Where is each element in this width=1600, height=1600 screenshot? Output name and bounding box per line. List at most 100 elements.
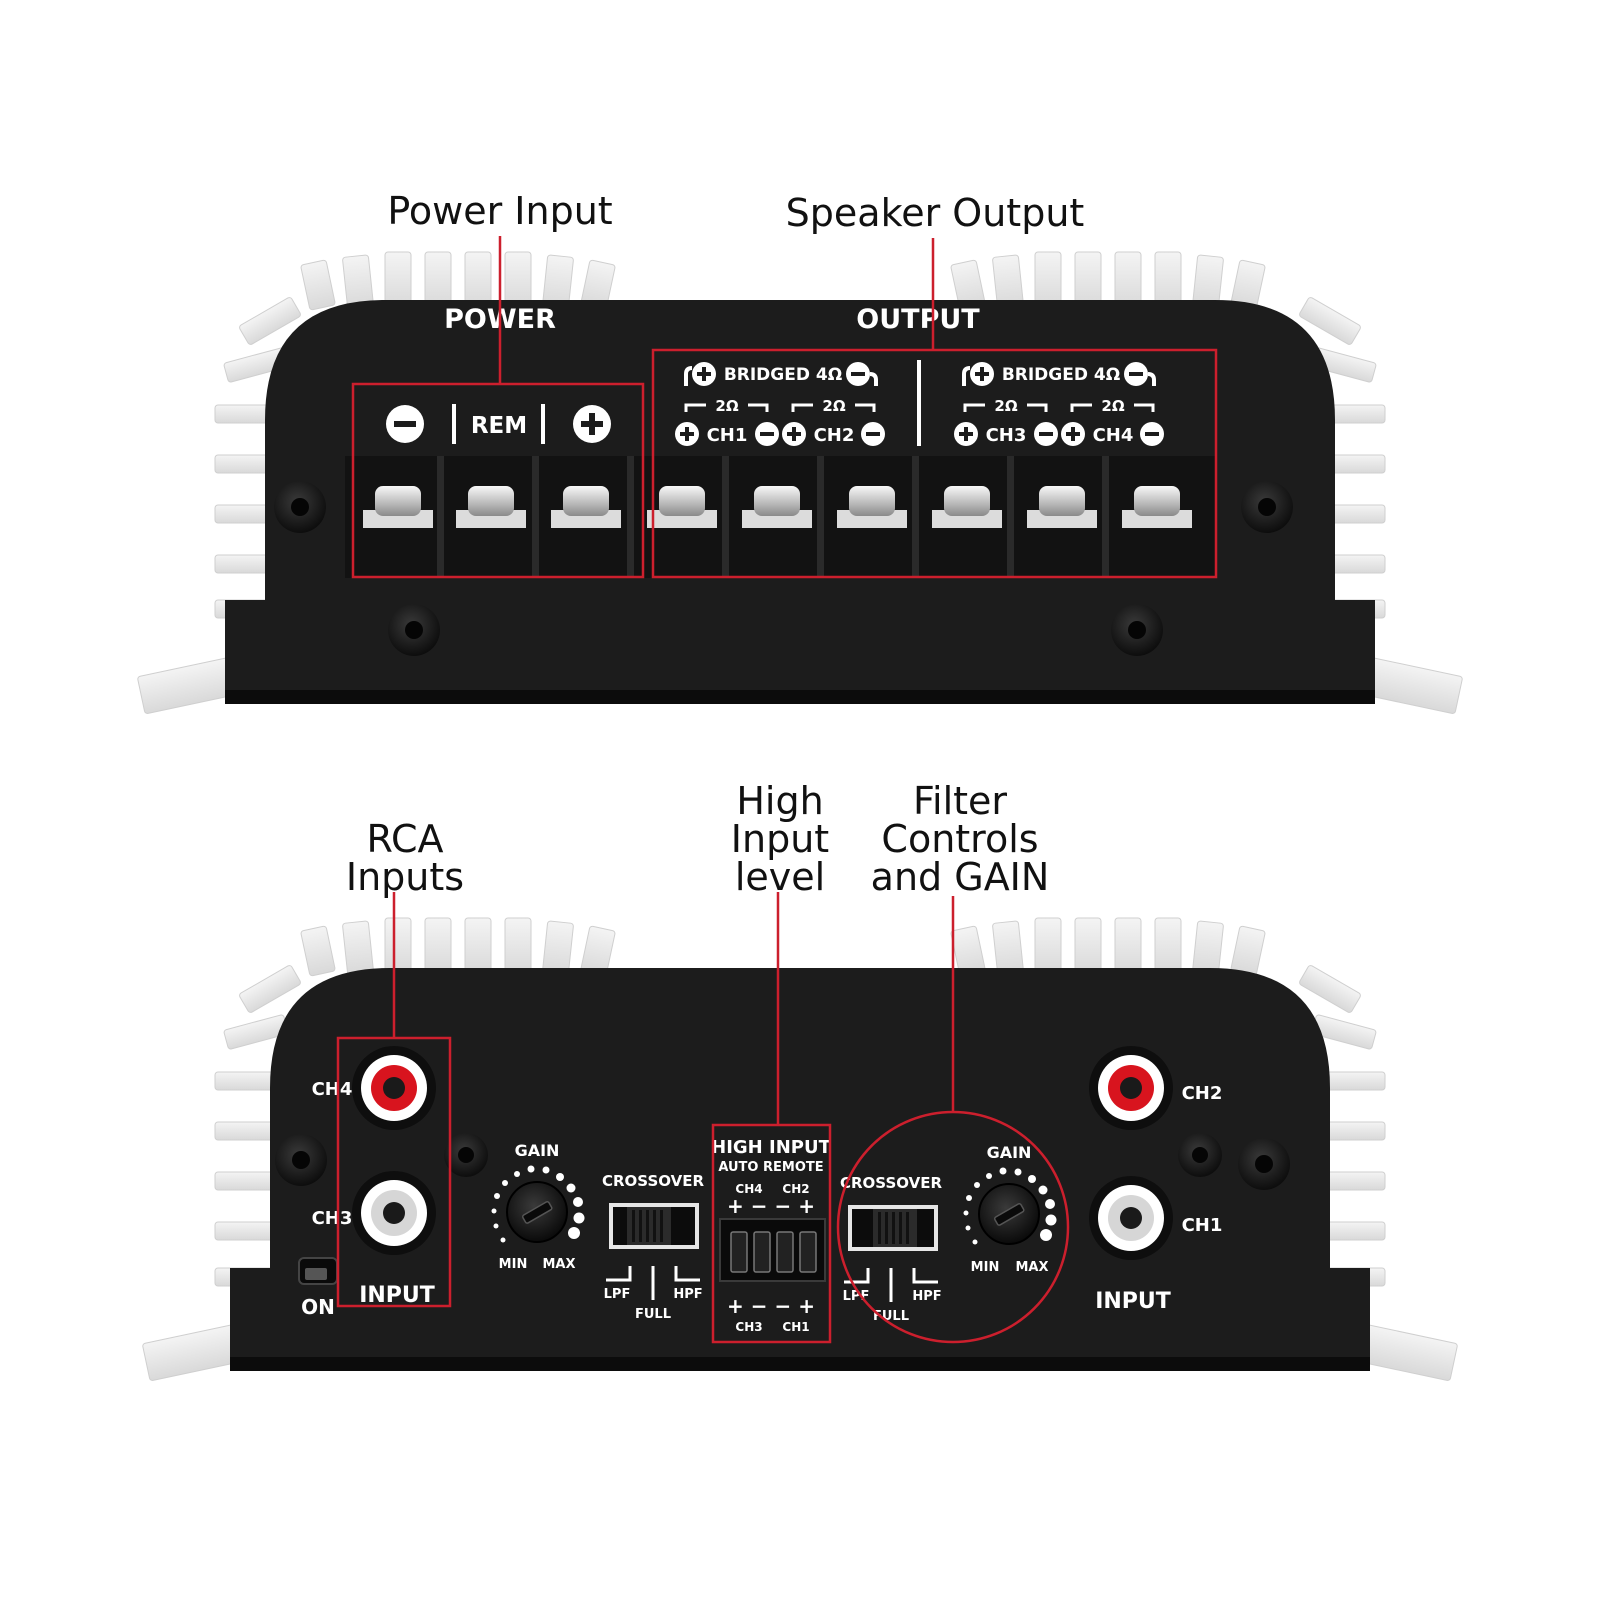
ch3-plus-icon <box>954 422 978 446</box>
rem-label: REM <box>471 413 527 439</box>
callout-high-line1: High <box>736 779 824 823</box>
lpf-label-right: LPF <box>843 1289 870 1304</box>
gain-scale-right <box>963 1167 1057 1245</box>
hi-top-ch4: CH4 <box>735 1182 762 1196</box>
input-label-right: INPUT <box>1095 1289 1171 1314</box>
gain-label-left: GAIN <box>515 1141 560 1160</box>
hpf-label-right: HPF <box>912 1289 941 1304</box>
chassis-bolt-icon <box>444 1133 488 1177</box>
callout-rca-line2: Inputs <box>345 855 465 899</box>
chassis-bolt-icon <box>274 481 326 533</box>
min-label-right: MIN <box>971 1260 1000 1275</box>
ch2-label: CH2 <box>814 425 855 446</box>
terminal-screw-icon <box>837 486 907 528</box>
terminal-screw-icon <box>1122 486 1192 528</box>
rca-ch2-label: CH2 <box>1182 1083 1223 1104</box>
gain-knob-left[interactable] <box>506 1181 568 1243</box>
rca-ch1-label: CH1 <box>1182 1215 1223 1236</box>
two-ohm-brackets-2 <box>963 403 1155 412</box>
bridged-label-2: BRIDGED 4Ω <box>1002 365 1120 385</box>
ch2-minus-icon <box>861 422 885 446</box>
rem-divider-left <box>452 404 456 444</box>
ch4-plus-icon <box>1061 422 1085 446</box>
rca-ch4-label: CH4 <box>312 1079 353 1100</box>
speaker-output-highlight <box>651 348 1218 579</box>
gain-knob-right[interactable] <box>978 1183 1040 1245</box>
high-input-highlight <box>711 1123 832 1344</box>
rca-ch3-label: CH3 <box>312 1208 353 1229</box>
chassis-bolt-icon <box>388 604 440 656</box>
bridged-minus-icon-1 <box>846 362 878 386</box>
power-switch[interactable] <box>298 1257 338 1285</box>
callout-filter-line2: Controls <box>881 817 1039 861</box>
power-input-highlight <box>351 382 645 579</box>
chassis-bolt-icon <box>1238 1138 1290 1190</box>
terminal-screw-icon <box>647 486 717 528</box>
callout-rca-inputs: RCA Inputs <box>330 820 480 896</box>
callout-high-input-level: High Input level <box>720 782 840 896</box>
lpf-label-left: LPF <box>604 1287 631 1302</box>
power-plus-icon <box>573 405 611 443</box>
on-label: ON <box>301 1295 335 1319</box>
hi-top-pm: + − − + <box>727 1194 815 1218</box>
callout-filter-line1: Filter <box>912 779 1008 823</box>
min-label-left: MIN <box>499 1257 528 1272</box>
crossover-label-right: CROSSOVER <box>840 1174 942 1192</box>
rem-divider-right <box>541 404 545 444</box>
high-input-connector[interactable] <box>719 1218 826 1282</box>
two-ohm-label-2: 2Ω <box>822 397 845 415</box>
power-minus-icon <box>386 405 424 443</box>
crossover-switch-left[interactable] <box>609 1203 699 1249</box>
chassis-bolt-icon <box>1111 604 1163 656</box>
two-ohm-brackets-1 <box>684 403 876 412</box>
full-label-left: FULL <box>635 1307 671 1322</box>
callout-filter-controls: Filter Controls and GAIN <box>860 782 1060 896</box>
auto-remote-label: AUTO REMOTE <box>718 1160 823 1175</box>
chassis-bolt-icon <box>275 1134 327 1186</box>
output-label: OUTPUT <box>856 304 980 335</box>
two-ohm-label-1: 2Ω <box>715 397 738 415</box>
crossover-brackets-left <box>606 1266 700 1300</box>
ch4-label: CH4 <box>1093 425 1134 446</box>
bridged-minus-icon-2 <box>1124 362 1156 386</box>
chassis-bolt-icon <box>1241 481 1293 533</box>
high-input-title: HIGH INPUT <box>711 1137 831 1158</box>
hi-bot-ch1: CH1 <box>782 1320 809 1334</box>
terminal-screw-icon <box>742 486 812 528</box>
callout-rca-line1: RCA <box>366 817 444 861</box>
callout-high-line3: level <box>734 855 826 899</box>
chassis-bolt-icon <box>1178 1133 1222 1177</box>
hi-bot-ch3: CH3 <box>735 1320 762 1334</box>
crossover-label-left: CROSSOVER <box>602 1172 704 1190</box>
top-chassis-base <box>225 690 1375 704</box>
ch4-minus-icon <box>1140 422 1164 446</box>
ch1-plus-icon <box>675 422 699 446</box>
callout-high-line2: Input <box>730 817 830 861</box>
callout-filter-line3: and GAIN <box>870 855 1050 899</box>
hpf-label-left: HPF <box>673 1287 702 1302</box>
bridged-plus-icon-2 <box>962 362 994 386</box>
two-ohm-label-3: 2Ω <box>994 397 1017 415</box>
ch1-minus-icon <box>755 422 779 446</box>
gain-scale-left <box>491 1165 585 1243</box>
terminal-screw-icon <box>932 486 1002 528</box>
output-divider <box>917 360 921 446</box>
rca-jack-ch2-icon <box>1089 1046 1173 1130</box>
bottom-chassis <box>230 968 1370 1367</box>
bridged-plus-icon-1 <box>684 362 716 386</box>
callout-power-input: Power Input <box>387 189 613 233</box>
terminal-screw-icon <box>1027 486 1097 528</box>
crossover-switch-right[interactable] <box>848 1205 938 1251</box>
hi-bottom-pm: + − − + <box>727 1294 815 1318</box>
ch2-plus-icon <box>782 422 806 446</box>
two-ohm-label-4: 2Ω <box>1101 397 1124 415</box>
terminal-screws <box>363 486 1192 528</box>
callout-speaker-output: Speaker Output <box>785 191 1085 235</box>
full-label-right: FULL <box>873 1309 909 1324</box>
input-label-left: INPUT <box>359 1283 435 1308</box>
terminal-block-dividers <box>437 456 1109 578</box>
terminal-screw-icon <box>363 486 433 528</box>
ch3-minus-icon <box>1034 422 1058 446</box>
